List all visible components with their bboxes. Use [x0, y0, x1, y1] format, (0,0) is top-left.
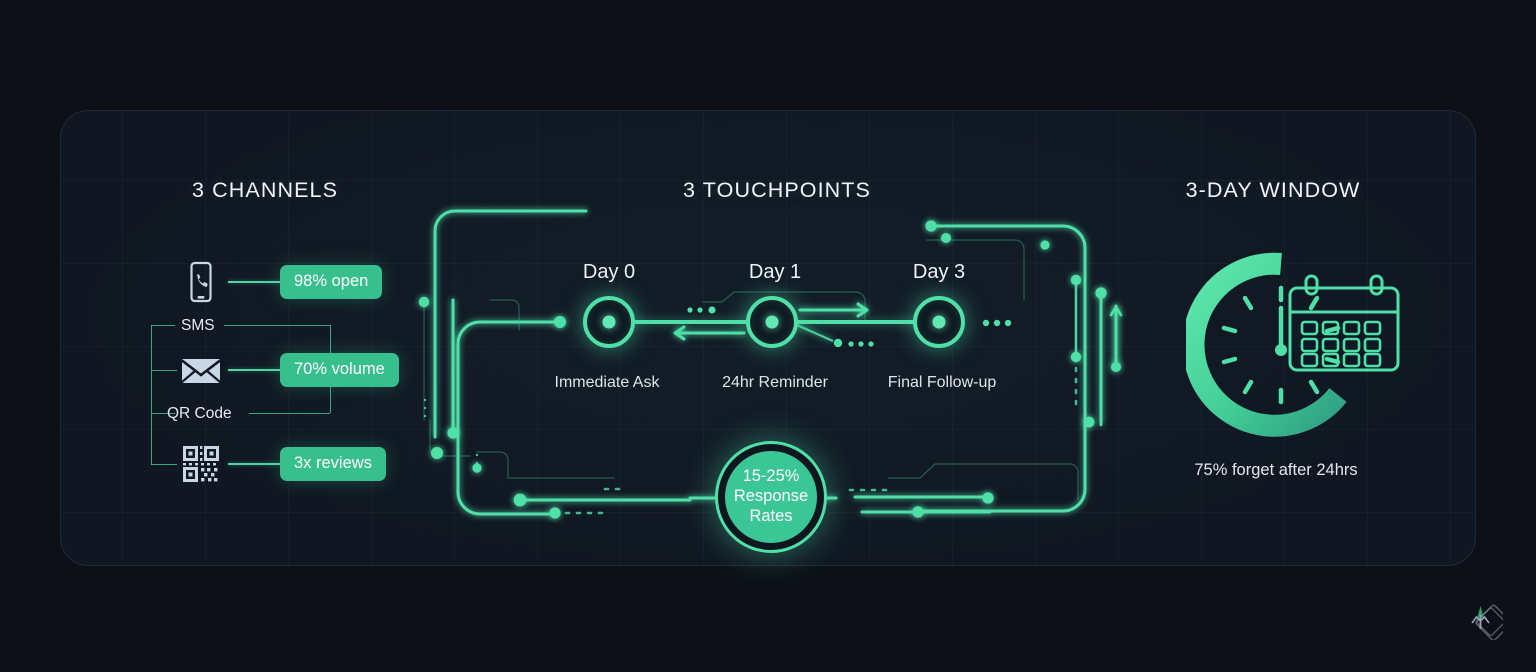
connector-line-qr — [228, 463, 280, 465]
response-rate-line2: Response — [733, 487, 809, 506]
badge-qr-reviews: 3x reviews — [280, 447, 386, 481]
connector-line-email — [228, 369, 280, 371]
badge-email-volume: 70% volume — [280, 353, 399, 387]
bracket-arm-sms — [151, 325, 175, 327]
section-title-touchpoints: 3 TOUCHPOINTS — [683, 178, 871, 202]
envelope-icon — [178, 347, 224, 393]
response-rate-value: 15-25% — [742, 467, 800, 486]
timeline-day-label-0: Day 0 — [582, 261, 636, 283]
section-title-window: 3-DAY WINDOW — [1185, 178, 1361, 202]
badge-sms-open: 98% open — [280, 265, 383, 299]
diamond-arrow-logo — [1471, 604, 1503, 640]
timeline-sub-label-0: Immediate Ask — [554, 374, 660, 391]
sms-label-line — [224, 325, 330, 327]
bracket-spine — [151, 325, 153, 465]
bracket-arm-email — [151, 370, 177, 372]
timeline-node-day3[interactable] — [913, 296, 965, 348]
bracket-arm-qr — [151, 413, 175, 415]
timeline-day-label-3: Day 3 — [912, 261, 966, 283]
response-rate-line3: Rates — [749, 506, 793, 525]
timeline-sub-label-1: 24hr Reminder — [722, 374, 828, 391]
qr-code-icon — [178, 441, 224, 487]
bracket-label-qr: QR Code — [167, 405, 232, 422]
response-rate-inner: 15-25% Response Rates — [725, 451, 817, 543]
window-caption: 75% forget after 24hrs — [1194, 461, 1358, 479]
smartphone-icon — [178, 259, 224, 305]
timeline-node-day0[interactable] — [583, 296, 635, 348]
timeline-day-label-1: Day 1 — [748, 261, 802, 283]
qr-label-line — [249, 413, 330, 415]
response-rate-badge: 15-25% Response Rates — [715, 441, 827, 553]
channel-row-qr: 3x reviews — [178, 441, 386, 487]
timeline-node-day1[interactable] — [746, 296, 798, 348]
bracket-arm-reviews — [151, 464, 177, 466]
timeline-sub-label-2: Final Follow-up — [887, 374, 997, 391]
connector-line-sms — [228, 281, 280, 283]
calendar-icon — [1288, 274, 1400, 372]
section-title-channels: 3 CHANNELS — [191, 178, 339, 202]
clock-gauge-icon — [1186, 252, 1347, 437]
channel-row-sms: 98% open — [178, 259, 383, 305]
channel-row-email: 70% volume — [178, 347, 399, 393]
bracket-label-sms: SMS — [181, 317, 215, 334]
